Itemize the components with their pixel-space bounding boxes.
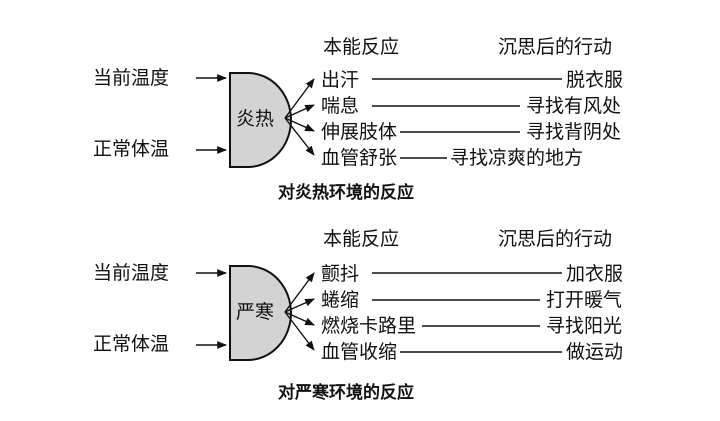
input-normal-temp: 正常体温	[93, 138, 169, 160]
output-arrow	[284, 311, 315, 326]
output-arrow	[284, 311, 315, 351]
input-normal-temp: 正常体温	[93, 333, 169, 355]
action-item: 脱衣服	[566, 69, 623, 91]
caption-cold: 对严寒环境的反应	[278, 382, 414, 403]
action-item: 加衣服	[566, 263, 623, 285]
instinct-item: 颤抖	[321, 263, 359, 285]
gate-label-hot: 炎热	[236, 108, 274, 130]
output-arrow	[284, 117, 315, 156]
output-arrow	[284, 117, 315, 132]
instinct-item: 燃烧卡路里	[321, 315, 416, 337]
input-current-temp: 当前温度	[93, 67, 169, 89]
action-item: 寻找阳光	[546, 315, 622, 337]
action-item: 做运动	[566, 341, 623, 363]
action-item: 寻找背阴处	[526, 121, 621, 143]
action-item: 寻找凉爽的地方	[450, 147, 583, 169]
header-reflective: 沉思后的行动	[498, 36, 612, 58]
instinct-item: 蜷缩	[321, 289, 359, 311]
instinct-item: 血管舒张	[321, 147, 397, 169]
comparator-gate	[229, 265, 292, 361]
instinct-item: 出汗	[321, 69, 359, 91]
instinct-item: 血管收缩	[321, 341, 397, 363]
instinct-item: 伸展肢体	[321, 121, 397, 143]
output-arrow	[284, 78, 315, 119]
header-reflective: 沉思后的行动	[498, 228, 612, 250]
output-arrow	[284, 298, 315, 313]
header-instinct: 本能反应	[323, 228, 399, 250]
output-arrow	[284, 104, 315, 119]
header-instinct: 本能反应	[323, 36, 399, 58]
caption-hot: 对炎热环境的反应	[278, 182, 414, 203]
input-current-temp: 当前温度	[93, 262, 169, 284]
comparator-gate	[229, 72, 292, 168]
gate-label-cold: 严寒	[236, 301, 274, 323]
cold-panel: 本能反应 沉思后的行动 当前温度 正常体温 严寒 颤抖 加衣服 蜷缩 打开暖气 …	[93, 228, 623, 403]
hot-panel: 本能反应 沉思后的行动 当前温度 正常体温 炎热 出汗 脱衣服 喘息 寻找有风处…	[93, 36, 623, 203]
action-item: 打开暖气	[546, 289, 622, 311]
action-item: 寻找有风处	[526, 95, 621, 117]
output-arrow	[284, 272, 315, 313]
instinct-item: 喘息	[321, 95, 359, 117]
